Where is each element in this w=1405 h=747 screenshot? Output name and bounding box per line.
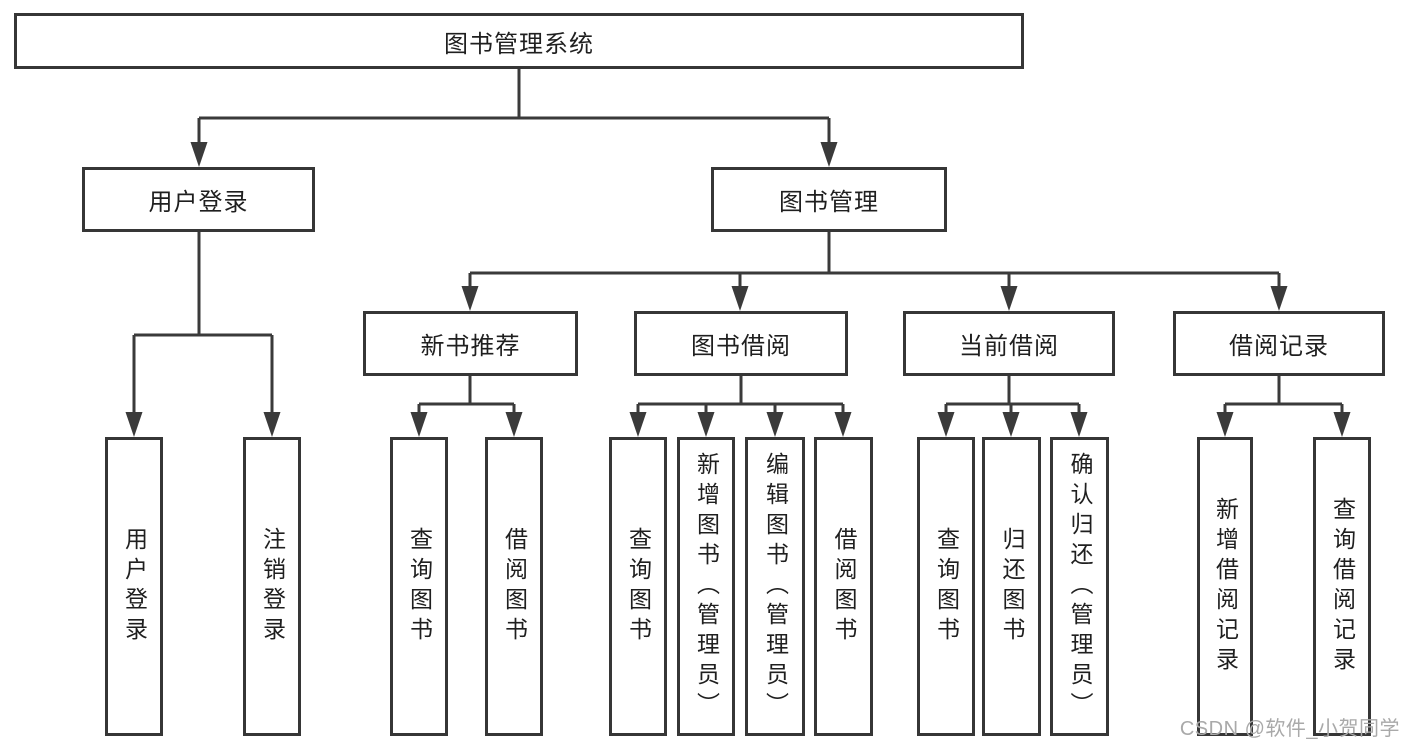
leaf-logout: 注销登录 xyxy=(243,437,301,736)
leaf-query-books-recommendation: 查询图书 xyxy=(390,437,448,736)
connector-book-borrowing xyxy=(636,376,845,415)
node-book-management-system: 图书管理系统 xyxy=(14,13,1024,69)
connector-new-book-recommendation xyxy=(417,376,516,415)
csdn-watermark: CSDN @软件_小贺同学 xyxy=(1179,718,1400,740)
connector-root xyxy=(197,69,831,145)
leaf-return-books: 归还图书 xyxy=(982,437,1041,736)
leaf-confirm-return-admin: 确认归还（管理员） xyxy=(1050,437,1109,736)
leaf-add-books-admin: 新增图书（管理员） xyxy=(677,437,735,736)
connector-user-login xyxy=(132,232,274,415)
leaf-edit-books-admin: 编辑图书（管理员） xyxy=(745,437,805,736)
node-book-borrowing: 图书借阅 xyxy=(634,311,848,376)
node-user-login: 用户登录 xyxy=(82,167,315,232)
leaf-user-login: 用户登录 xyxy=(105,437,163,736)
connector-book-management xyxy=(468,232,1281,289)
node-book-management: 图书管理 xyxy=(711,167,947,232)
node-new-book-recommendation: 新书推荐 xyxy=(363,311,578,376)
leaf-borrow-books-recommendation: 借阅图书 xyxy=(485,437,543,736)
connector-current-borrowing xyxy=(944,376,1081,415)
leaf-borrow-books: 借阅图书 xyxy=(814,437,873,736)
node-current-borrowing: 当前借阅 xyxy=(903,311,1115,376)
leaf-add-borrow-record: 新增借阅记录 xyxy=(1197,437,1253,736)
node-borrow-records: 借阅记录 xyxy=(1173,311,1385,376)
leaf-query-books-current: 查询图书 xyxy=(917,437,975,736)
arrowheads xyxy=(125,142,1351,437)
connector-borrow-records xyxy=(1223,376,1344,415)
leaf-query-books-borrowing: 查询图书 xyxy=(609,437,667,736)
leaf-query-borrow-record: 查询借阅记录 xyxy=(1313,437,1371,736)
